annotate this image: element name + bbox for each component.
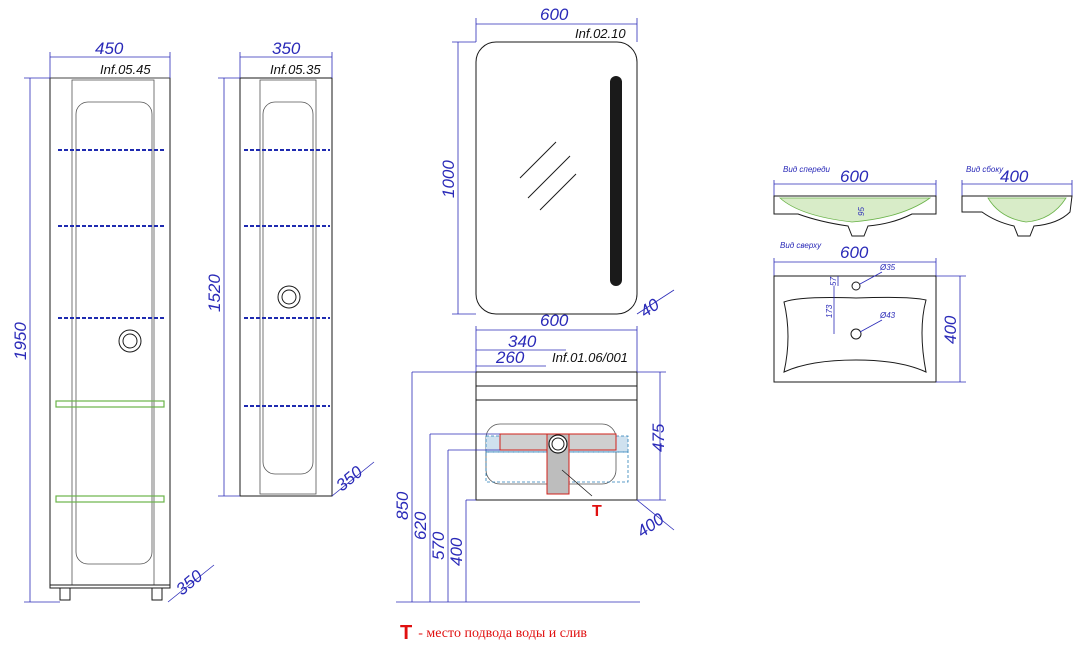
mirror-depth: 40 — [636, 295, 663, 322]
vanity-marker: T — [592, 503, 602, 520]
cabinet-narrow: 350 Inf.05.35 1520 350 — [205, 39, 375, 497]
legend-marker: T — [400, 622, 413, 644]
cabinet-foot — [151, 587, 163, 601]
vanity: 600 340 260 Inf.01.06/001 T 850 620 570 — [393, 311, 675, 603]
basin-hole-35: Ø35 — [879, 263, 896, 272]
basin-side-view-label: Вид сбоку — [966, 165, 1004, 174]
vanity-height-400: 400 — [447, 537, 466, 566]
mirror-height: 1000 — [439, 160, 458, 198]
vanity-body-height: 475 — [649, 423, 668, 452]
cabinet-tall-width: 450 — [95, 39, 124, 58]
vanity-offset-260: 260 — [495, 348, 525, 367]
basin-dim-173: 173 — [825, 304, 834, 318]
vanity-code: Inf.01.06/001 — [552, 350, 628, 365]
basin-front-width: 600 — [840, 167, 869, 186]
basin-front-view-label: Вид спереди — [783, 165, 831, 174]
basin-top-depth: 400 — [941, 315, 960, 344]
cabinet-tall-code: Inf.05.45 — [100, 62, 151, 77]
basin-side-view: Вид сбоку 400 — [961, 165, 1073, 237]
vanity-height-850: 850 — [393, 491, 412, 520]
legend-text: - место подвода воды и слив — [418, 625, 588, 641]
vanity-height-620: 620 — [411, 511, 430, 540]
mirror-width: 600 — [540, 5, 569, 24]
cabinet-tall: 450 Inf.05.45 1950 350 — [11, 39, 215, 603]
basin-front-view: Вид спереди 600 95 — [773, 165, 937, 237]
knob-icon — [118, 329, 142, 353]
cabinet-narrow-code: Inf.05.35 — [270, 62, 321, 77]
cabinet-narrow-width: 350 — [272, 39, 301, 58]
vanity-depth: 400 — [633, 509, 668, 541]
cabinet-tall-height: 1950 — [11, 322, 30, 360]
basin-top-width: 600 — [840, 243, 869, 262]
cabinet-narrow-height: 1520 — [205, 274, 224, 312]
cabinet-foot — [59, 587, 71, 601]
mirror: 600 Inf.02.10 1000 40 — [439, 5, 675, 322]
basin-top-view-label: Вид сверху — [780, 241, 822, 250]
vanity-offset-340: 340 — [508, 332, 537, 351]
vanity-height-570: 570 — [429, 531, 448, 560]
basin-front-depth-small: 95 — [857, 207, 866, 216]
vanity-width: 600 — [540, 311, 569, 330]
mirror-code: Inf.02.10 — [575, 26, 626, 41]
knob-icon — [277, 285, 301, 309]
basin-side-width: 400 — [1000, 167, 1029, 186]
faucet-hole-icon — [851, 281, 861, 291]
mirror-light-strip — [610, 76, 622, 286]
cabinet-narrow-depth: 350 — [332, 462, 366, 495]
drain-hole-icon — [850, 328, 862, 340]
basin-dim-57: 57 — [829, 277, 838, 286]
basin-hole-43: Ø43 — [879, 311, 896, 320]
legend: T - место подвода воды и слив — [400, 622, 587, 645]
basin-top-view: Вид сверху 600 Ø35 Ø43 57 173 400 — [773, 241, 966, 383]
